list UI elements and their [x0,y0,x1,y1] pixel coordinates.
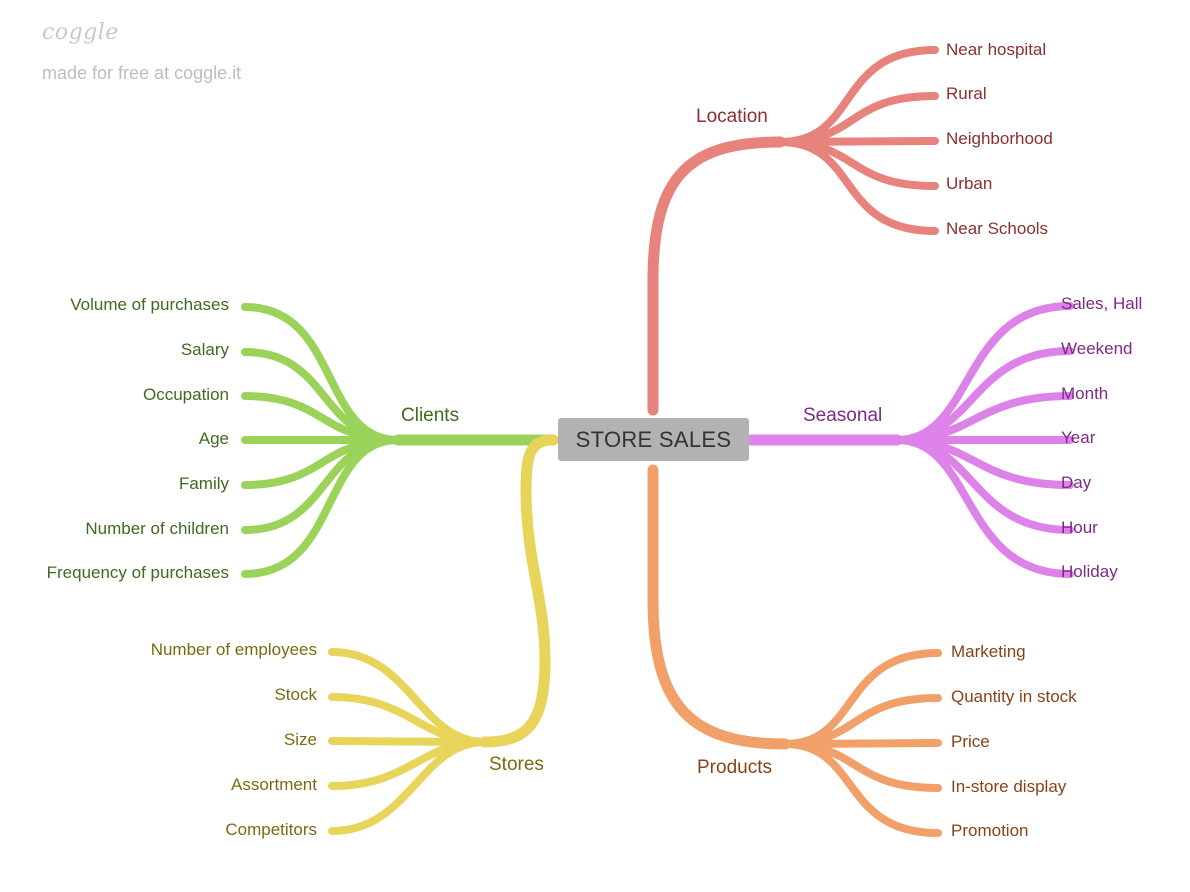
leaf-hour[interactable]: Hour [1061,518,1098,537]
leaf-near-schools[interactable]: Near Schools [946,219,1049,238]
leaf-urban[interactable]: Urban [946,174,993,193]
leaf-salary[interactable]: Salary [180,340,229,359]
leaf-line [776,138,939,235]
clients-leaf-lines [241,303,402,578]
leaf-line [893,302,1074,444]
leaf-size[interactable]: Size [283,730,317,749]
leaf-line [893,436,1074,578]
branch-label-location[interactable]: Location [696,106,768,127]
made-with-coggle-text: made for free at coggle.it [42,63,242,83]
branch-line-stores [479,434,559,748]
products-leaf-lines [781,649,942,837]
leaf-number-of-children[interactable]: Number of children [85,519,229,538]
coggle-logo: coggle [42,20,119,45]
leaf-line [781,740,942,837]
central-topic-label: STORE SALES [575,426,732,452]
branch-label-products[interactable]: Products [697,757,772,778]
leaf-sales-hall[interactable]: Sales, Hall [1061,294,1143,313]
leaf-marketing[interactable]: Marketing [951,642,1026,661]
stores-leaf-lines [328,648,489,835]
leaf-in-store-display[interactable]: In-store display [951,777,1067,796]
leaf-month[interactable]: Month [1061,384,1109,403]
leaf-frequency-of-purchases[interactable]: Frequency of purchases [46,563,229,582]
leaf-holiday[interactable]: Holiday [1061,562,1118,581]
leaf-family[interactable]: Family [178,474,229,493]
leaf-stock[interactable]: Stock [274,685,317,704]
leaf-weekend[interactable]: Weekend [1061,339,1133,358]
branch-line-location [647,136,786,416]
branch-label-stores[interactable]: Stores [489,754,544,775]
leaf-day[interactable]: Day [1061,473,1092,492]
location-leaf-lines [776,46,939,235]
leaf-number-of-employees[interactable]: Number of employees [150,640,317,659]
leaf-line [241,436,402,578]
leaf-price[interactable]: Price [951,732,990,751]
branch-line-products [647,464,791,750]
branch-label-seasonal[interactable]: Seasonal [803,405,883,426]
leaf-assortment[interactable]: Assortment [231,775,317,794]
branch-label-clients[interactable]: Clients [401,405,460,426]
leaf-occupation[interactable]: Occupation [143,385,229,404]
leaf-year[interactable]: Year [1061,428,1096,447]
central-topic-node[interactable]: STORE SALES [558,418,749,461]
leaf-rural[interactable]: Rural [946,84,987,103]
leaf-neighborhood[interactable]: Neighborhood [946,129,1053,148]
leaf-line [328,738,489,835]
leaf-volume-of-purchases[interactable]: Volume of purchases [70,295,229,314]
leaf-age[interactable]: Age [198,429,229,448]
seasonal-leaf-lines [893,302,1074,578]
leaf-promotion[interactable]: Promotion [951,821,1029,840]
leaf-quantity-in-stock[interactable]: Quantity in stock [951,687,1077,706]
leaf-near-hospital[interactable]: Near hospital [946,40,1047,59]
leaf-competitors[interactable]: Competitors [225,820,317,839]
